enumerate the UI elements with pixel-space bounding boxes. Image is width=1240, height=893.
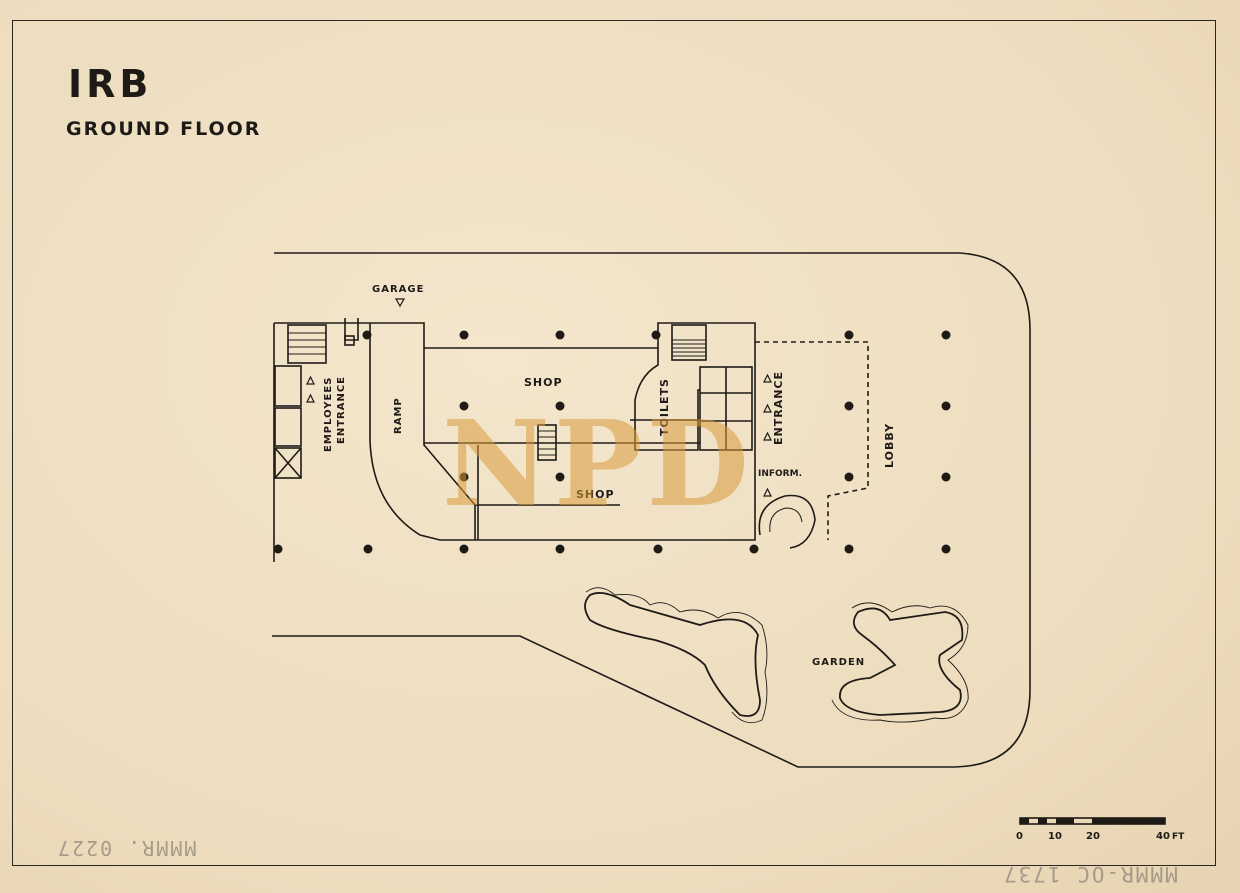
building-outline xyxy=(273,322,756,562)
garden-planters xyxy=(584,592,964,717)
scale-unit: FT xyxy=(1172,832,1185,842)
label-shop-bottom: SHOP xyxy=(576,488,615,501)
label-garage: GARAGE xyxy=(372,284,424,295)
drawing-subtitle: GROUND FLOOR xyxy=(66,118,262,140)
structural-columns xyxy=(273,330,951,554)
scale-tick-40: 40 xyxy=(1156,831,1170,842)
label-toilets: TOILETS xyxy=(658,378,671,436)
scale-tick-20: 20 xyxy=(1086,831,1100,842)
label-inform: INFORM. xyxy=(758,469,802,479)
drawing-border xyxy=(12,20,1216,866)
label-lobby: LOBBY xyxy=(883,423,896,468)
site-outline xyxy=(272,252,1031,768)
label-ramp: RAMP xyxy=(393,397,404,434)
label-employees-entrance: ENTRANCE xyxy=(336,376,347,444)
watermark-npd: NPD xyxy=(442,394,753,533)
label-entrance: ENTRANCE xyxy=(772,371,785,445)
label-garden: GARDEN xyxy=(812,657,865,668)
archive-stamp-left: MMMR. 0227 xyxy=(56,836,197,860)
scale-tick-10: 10 xyxy=(1048,831,1062,842)
scale-tick-0: 0 xyxy=(1016,831,1023,842)
label-employees: EMPLOYEES xyxy=(323,377,334,452)
drawing-title: IRB xyxy=(68,62,153,106)
label-shop-top: SHOP xyxy=(524,376,563,389)
archive-stamp-right: MMMR-OC 1737 xyxy=(1002,862,1178,886)
